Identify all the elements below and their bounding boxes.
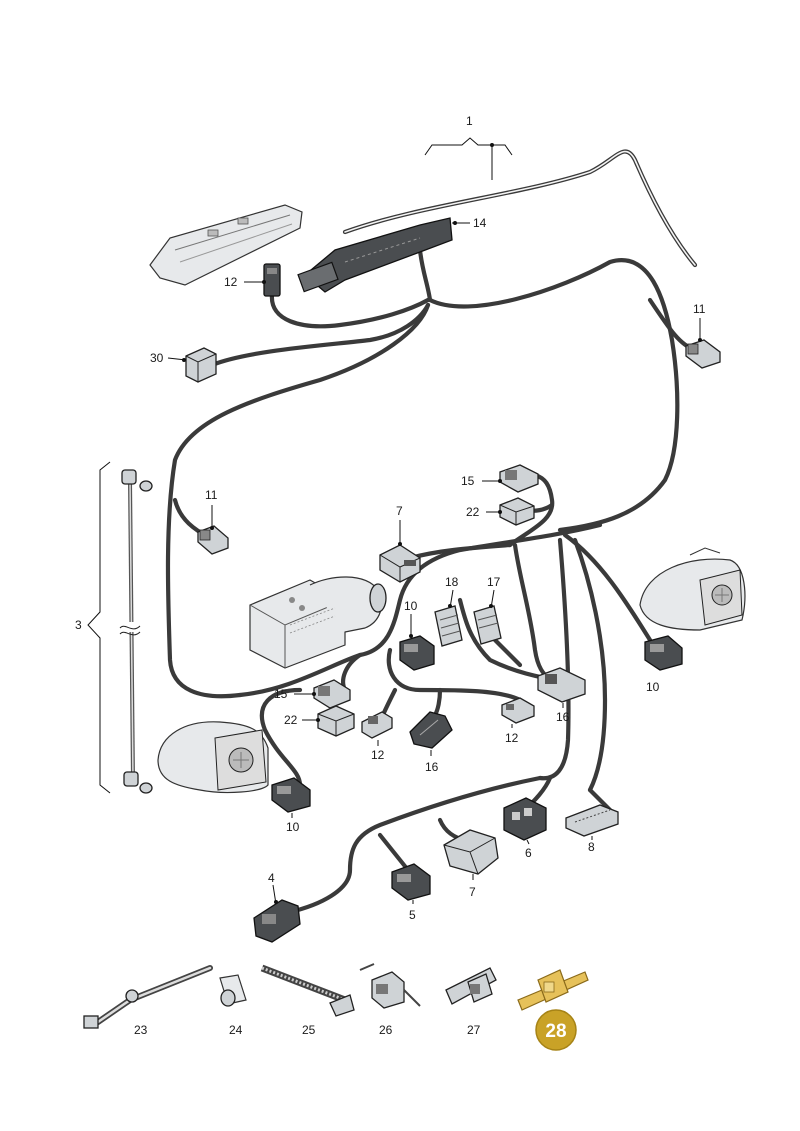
trim-module [149,204,303,286]
holder-26 [359,963,421,1009]
connector-15-upper [499,464,539,493]
connector-7-upper [379,544,421,583]
bracket-1 [424,137,513,156]
connector-5 [391,863,431,901]
lamp-left [157,721,269,794]
connector-17 [473,605,502,645]
connector-11-right [685,339,721,369]
badge-28: 28 [535,1009,577,1051]
label-10-center: 10 [404,599,418,613]
connector-16-right [537,667,586,703]
label-15-upper: 15 [461,474,475,488]
connector-16-center [409,711,453,749]
label-5: 5 [409,908,416,922]
connector-18 [434,605,463,647]
connector-15-lower [313,679,351,709]
label-17: 17 [487,575,501,589]
cable-tie-23 [83,965,213,1029]
label-26: 26 [379,1023,393,1037]
lamp-right [639,547,746,631]
label-24: 24 [229,1023,243,1037]
label-7-lower: 7 [469,885,476,899]
label-28: 28 [545,1021,566,1042]
connector-11-left [197,525,229,555]
connector-22-upper [499,497,535,526]
label-12-top: 12 [224,275,238,289]
label-15-lower: 15 [274,687,288,701]
label-10-lower-left: 10 [286,820,300,834]
clip-24 [219,974,247,1007]
label-8: 8 [588,840,595,854]
connector-8 [565,804,619,837]
label-22-upper: 22 [466,505,480,519]
label-30: 30 [150,351,164,365]
label-3: 3 [75,618,82,632]
label-16-right: 16 [556,710,570,724]
cable-conduit [297,217,453,293]
connector-7-lower [443,829,499,875]
label-25: 25 [302,1023,316,1037]
label-14: 14 [473,216,487,230]
label-4: 4 [268,871,275,885]
connector-12-left [361,711,393,739]
label-22-lower: 22 [284,713,298,727]
label-16-center: 16 [425,760,439,774]
motor [249,576,387,669]
label-18: 18 [445,575,459,589]
connector-30 [185,347,217,383]
label-12-left: 12 [371,748,385,762]
connector-10-lower-left [271,777,311,813]
connector-4 [253,899,301,943]
bracket-3 [87,461,111,794]
harness-wires [165,149,698,915]
label-1: 1 [466,114,473,128]
label-12-right: 12 [505,731,519,745]
connector-6 [503,797,547,841]
strap-25 [260,964,355,1017]
holder-27 [445,967,497,1005]
label-27: 27 [467,1023,481,1037]
label-11-right: 11 [693,302,706,316]
connector-12-right [501,697,535,724]
label-11-left: 11 [205,488,218,502]
connector-12-top [263,263,281,297]
label-10-right: 10 [646,680,660,694]
holder-28-highlighted [517,969,589,1011]
connector-10-right [644,635,683,671]
connector-22-lower [317,705,355,737]
label-23: 23 [134,1023,148,1037]
label-6: 6 [525,846,532,860]
label-7-upper: 7 [396,504,403,518]
rod-3 [119,469,153,794]
connector-10-center [399,635,435,671]
